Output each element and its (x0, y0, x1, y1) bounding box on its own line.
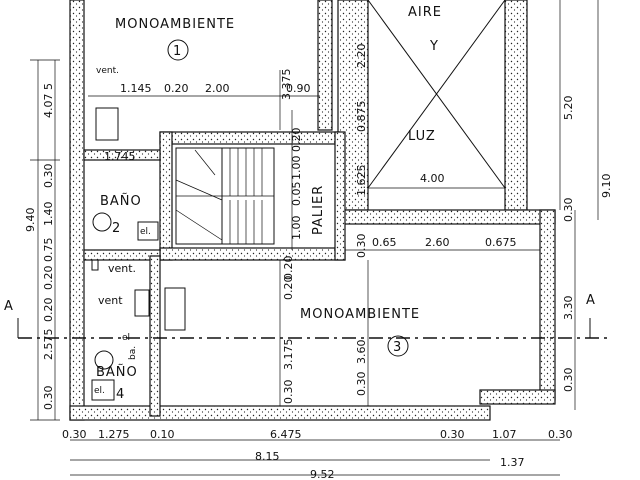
dim-3375: 3.375 (280, 69, 293, 101)
exterior-walls (69, 0, 556, 421)
dim-bottom-030-b: 0.30 (440, 428, 465, 441)
section-marker-left: A (4, 299, 14, 314)
dim-910: 9.10 (600, 174, 613, 199)
section-line-a-a (17, 318, 610, 339)
room-label-monoambiente-3: MONOAMBIENTE (300, 307, 420, 322)
label-el-3: el (122, 333, 130, 343)
room-number-2: 2 (112, 221, 121, 236)
dim-020-left-2: 0.20 (42, 298, 55, 323)
dim-220: 2.20 (355, 44, 368, 69)
dim-1625: 1.625 (355, 165, 368, 197)
dim-bottom-010: 0.10 (150, 428, 175, 441)
room-label-bano-2: BAÑO (100, 193, 142, 209)
dim-bottom-6475: 6.475 (270, 428, 302, 441)
dim-bottom-952: 9.52 (310, 468, 335, 480)
dim-030-center-3: 0.30 (355, 372, 368, 397)
dim-0675: 0.675 (485, 236, 517, 249)
dim-0875: 0.875 (355, 101, 368, 133)
dim-140: 1.40 (42, 202, 55, 227)
room-number-3: 3 (393, 340, 402, 355)
room-number-4: 4 (116, 387, 125, 402)
dim-1145: 1.145 (120, 82, 152, 95)
dim-2575: 2.575 (42, 329, 55, 361)
dim-bottom-107: 1.07 (492, 428, 517, 441)
dim-400: 4.00 (420, 172, 445, 185)
dim-020-left: 0.20 (42, 266, 55, 291)
dim-330: 3.30 (562, 296, 575, 321)
label-ba: ba. (128, 346, 138, 360)
dim-005: 0.05 (290, 182, 303, 207)
dim-020-a: 0.20 (164, 82, 189, 95)
dim-020-center: 0.20 (290, 128, 303, 153)
label-el-2: el. (94, 386, 105, 396)
room-number-1: 1 (173, 44, 182, 59)
fixtures (91, 107, 186, 401)
room-label-monoambiente-1: MONOAMBIENTE (115, 17, 235, 32)
label-vent-low: vent (98, 294, 123, 307)
shaft-label-luz: LUZ (408, 129, 436, 144)
dimension-lines (30, 0, 599, 476)
aire-y-luz-shaft (367, 0, 506, 189)
dim-090: 0.90 (286, 82, 311, 95)
dim-3175: 3.175 (282, 339, 295, 371)
dim-030-right-2: 0.30 (562, 368, 575, 393)
dim-100-a: 1.00 (290, 216, 303, 241)
dim-030-left: 0.30 (42, 164, 55, 189)
dim-1745: 1.745 (104, 150, 136, 163)
room-number-circle-1 (167, 39, 189, 61)
dim-4075: 4.07 5 (42, 83, 55, 118)
dim-bottom-1275: 1.275 (98, 428, 130, 441)
staircase (175, 147, 275, 245)
dim-065: 0.65 (372, 236, 397, 249)
dim-bottom-815: 8.15 (255, 450, 280, 463)
dim-520: 5.20 (562, 96, 575, 121)
dim-030-left-2: 0.30 (42, 386, 55, 411)
dim-bottom-137: 1.37 (500, 456, 525, 469)
shaft-label-aire: AIRE (408, 5, 442, 20)
room-number-circle-3 (387, 335, 409, 357)
dim-030-center: 0.30 (355, 234, 368, 259)
label-vent-top: vent. (96, 66, 119, 76)
label-el-1: el. (140, 227, 151, 237)
dim-360: 3.60 (355, 340, 368, 365)
section-marker-right: A (586, 293, 596, 308)
label-vent-mid: vent. (108, 262, 136, 275)
dim-075: 0.75 (42, 238, 55, 263)
dim-020-stair: 0.20 (282, 276, 295, 301)
dim-260: 2.60 (425, 236, 450, 249)
dim-030-center-2: 0.30 (282, 380, 295, 405)
dim-030-right: 0.30 (562, 198, 575, 223)
room-label-bano-4: BAÑO (96, 364, 138, 380)
dim-100-b: 1.00 (290, 156, 303, 181)
dim-bottom-030-a: 0.30 (62, 428, 87, 441)
dim-020-stair-2: 0.20 (282, 256, 295, 281)
dim-bottom-030-c: 0.30 (548, 428, 573, 441)
dim-940: 9.40 (24, 208, 37, 233)
dim-200: 2.00 (205, 82, 230, 95)
shaft-label-y: Y (429, 39, 439, 54)
room-label-palier: PALIER (311, 185, 326, 235)
